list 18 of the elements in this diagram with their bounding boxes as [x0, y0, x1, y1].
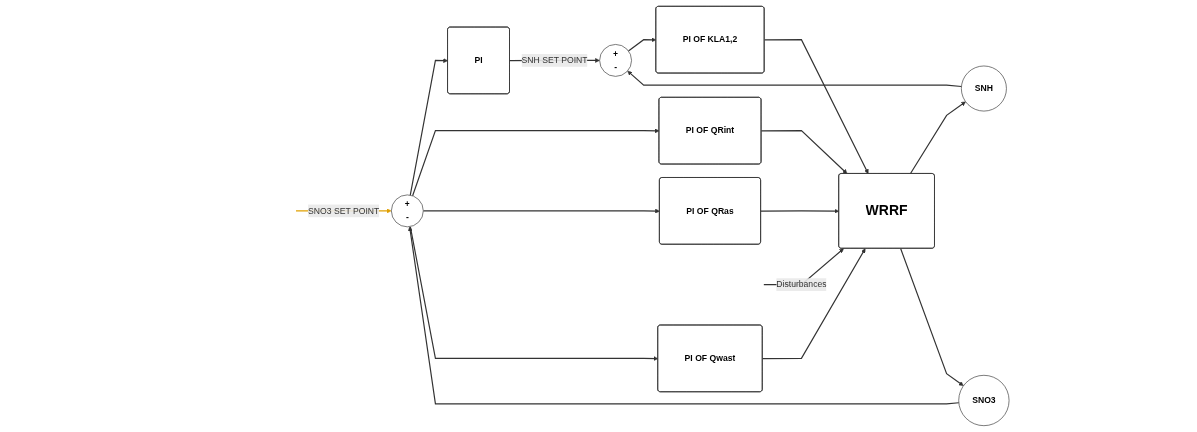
arrow [409, 58, 448, 196]
edge-label: SNO3 SET POINT [307, 206, 380, 216]
node-circle: SNO3 [958, 374, 1010, 426]
arrow [627, 70, 962, 88]
arrow [899, 247, 964, 386]
node-circle: + - [599, 44, 632, 77]
arrow [909, 101, 966, 175]
arrow [763, 39, 869, 174]
arrow [760, 208, 839, 214]
arrow [760, 130, 848, 174]
arrow [627, 37, 657, 52]
node-circle: + - [390, 194, 424, 228]
arrow [407, 226, 960, 405]
node-circle: SNH [960, 65, 1007, 112]
edge-label: Disturbances [776, 279, 827, 289]
edge-label: SNH SET POINT [521, 55, 588, 65]
arrow [422, 208, 660, 214]
arrow [411, 128, 660, 197]
